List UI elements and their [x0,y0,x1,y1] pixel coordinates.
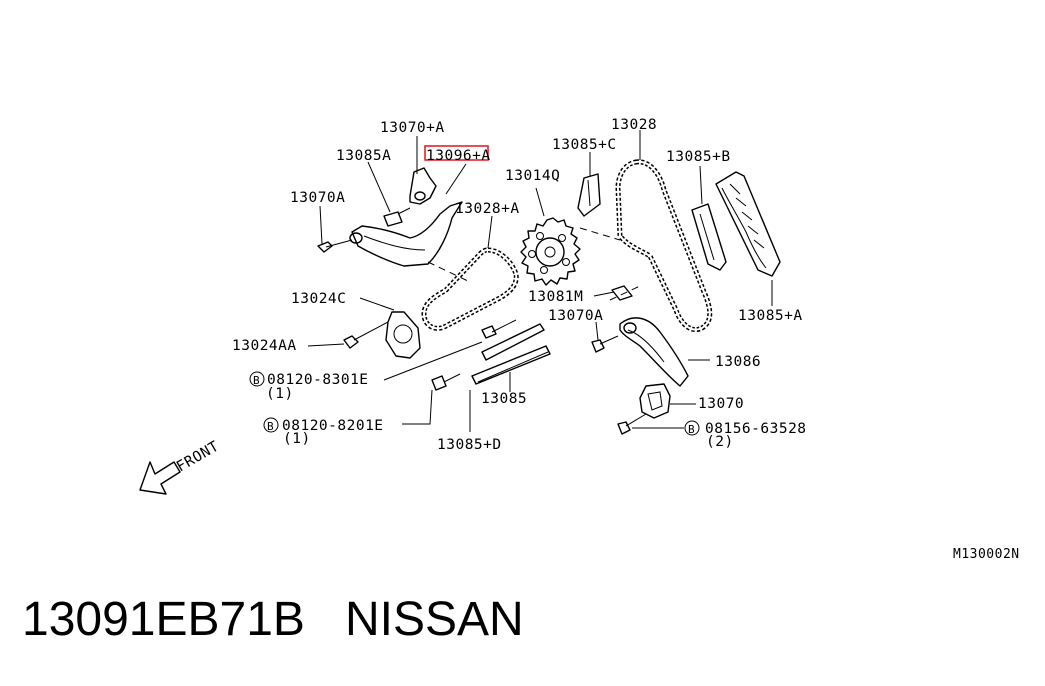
drawing-code: M130002N [953,547,1020,562]
part-number: 13091EB71B [22,593,305,646]
slack-guide-drawing [715,171,781,277]
label-13024c: 13024C [291,291,346,307]
label-13096-a-highlighted: 13096+A [426,148,491,164]
large-timing-chain-drawing [579,159,713,332]
upper-chain-guide-drawing [577,173,601,217]
label-bolt-08120-8301e: 08120-8301E [267,372,369,388]
label-bolt1-quantity: (1) [266,386,294,402]
bolt-marker-b-1: B [253,374,260,387]
label-bolt-08120-8201e: 08120-8201E [282,418,384,434]
label-bolt2-quantity: (1) [283,431,311,447]
tensioner-shoe-drawing [619,317,689,387]
leader-lines [307,130,773,432]
label-bolt3-quantity: (2) [706,434,734,450]
label-13028: 13028 [611,117,657,133]
bolt-marker-b-2: B [267,420,274,433]
bolt-marker-b-3: B [688,423,695,436]
label-13085-b: 13085+B [666,149,731,165]
label-13070a-mid: 13070A [548,308,603,324]
front-arrow-icon [139,461,181,495]
bolt-marker-circle-3 [684,420,700,436]
highlight-box [424,145,489,161]
label-13070: 13070 [698,396,744,412]
label-13085: 13085 [481,391,527,407]
label-13086: 13086 [715,354,761,370]
small-timing-chain-drawing [421,247,519,331]
lower-chain-guides-drawing [471,323,551,385]
label-bolt-08156-63528: 08156-63528 [705,421,807,437]
chain-tensioner-drawing [639,383,671,419]
upper-tensioner-arm-drawing [317,167,471,283]
label-13028-a: 13028+A [455,201,520,217]
bolts-drawing [343,285,647,435]
label-13085-a: 13085+A [738,308,803,324]
label-13070-a-top: 13070+A [380,120,445,136]
label-front: FRONT [174,439,222,476]
cam-sensor-plate-drawing [385,311,421,359]
label-13014q: 13014Q [505,168,560,184]
label-13085a: 13085A [336,148,391,164]
sprocket-drawing [520,217,581,286]
right-chain-guide-drawing [691,203,727,271]
label-13070a-left: 13070A [290,190,345,206]
label-13081m: 13081M [528,289,583,305]
part-labels: 13070+A 13085A 13096+A 13070A 13028+A 13… [174,117,1020,562]
bolt-marker-circle-1 [249,371,265,387]
brand-name: NISSAN [344,593,524,646]
label-13085-c: 13085+C [552,137,617,153]
part-caption: 13091EB71B NISSAN [22,596,524,644]
label-13024aa: 13024AA [232,338,297,354]
bolt-marker-circle-2 [263,417,279,433]
label-13085-d: 13085+D [437,437,502,453]
